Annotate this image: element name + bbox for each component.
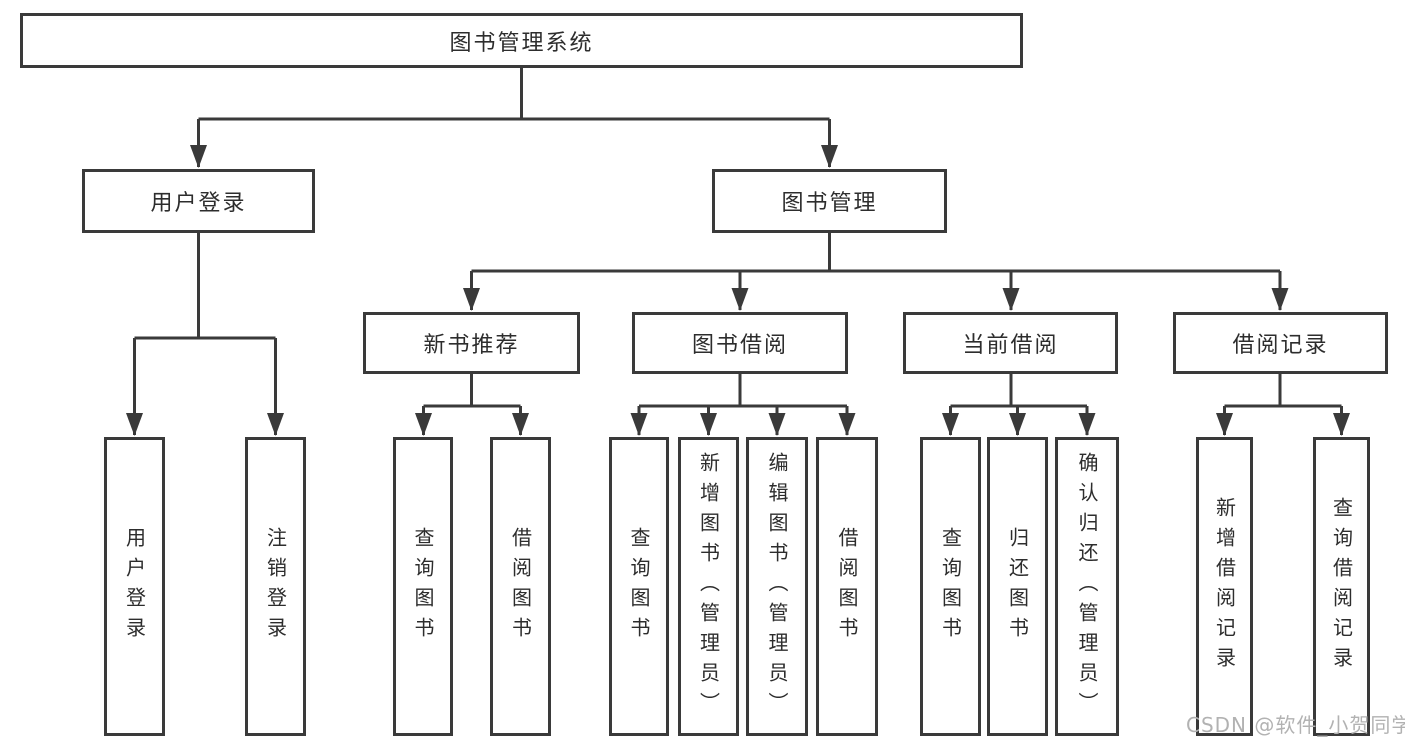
node-label: 图书管理系统: [449, 30, 594, 56]
node-label: 编辑图书（管理员）: [765, 451, 789, 722]
node-label: 归还图书: [1005, 526, 1030, 647]
node-label: 查询图书: [411, 526, 435, 647]
leaf-borrow-books: 借阅图书: [816, 437, 878, 736]
leaf-confirm-return-admin: 确认归还（管理员）: [1055, 437, 1119, 736]
node-label: 查询图书: [938, 526, 963, 647]
node-label: 当前借阅: [962, 333, 1059, 358]
node-user-login: 用户登录: [82, 169, 315, 233]
node-label: 新书推荐: [423, 333, 520, 358]
node-label: 确认归还（管理员）: [1075, 451, 1099, 722]
csdn-watermark: CSDN @软件_小贺同学: [1186, 713, 1405, 737]
leaf-user-login: 用户登录: [104, 437, 165, 736]
leaf-edit-books-admin: 编辑图书（管理员）: [746, 437, 808, 736]
node-book-management: 图书管理: [712, 169, 947, 233]
leaf-logout: 注销登录: [245, 437, 306, 736]
connector-lines: [133, 67, 1343, 435]
leaf-query-borrow-record: 查询借阅记录: [1313, 437, 1370, 736]
node-borrowing-records: 借阅记录: [1173, 312, 1388, 374]
node-label: 图书管理: [781, 191, 878, 216]
leaf-add-borrow-record: 新增借阅记录: [1196, 437, 1253, 736]
leaf-add-books-admin: 新增图书（管理员）: [678, 437, 739, 736]
leaf-query-books-borrowing: 查询图书: [609, 437, 669, 736]
node-label: 新增图书（管理员）: [696, 451, 721, 722]
node-label: 用户登录: [150, 191, 247, 216]
node-label: 新增借阅记录: [1212, 496, 1237, 677]
node-label: 借阅图书: [508, 526, 533, 647]
leaf-return-books: 归还图书: [987, 437, 1048, 736]
node-label: 借阅图书: [835, 526, 859, 647]
node-label: 查询图书: [627, 526, 651, 647]
arrowheads: [126, 145, 1350, 436]
node-new-book-recommendation: 新书推荐: [363, 312, 580, 374]
leaf-query-books-recommend: 查询图书: [393, 437, 453, 736]
node-library-management-system: 图书管理系统: [20, 13, 1023, 68]
node-current-borrowing: 当前借阅: [903, 312, 1118, 374]
node-label: 借阅记录: [1232, 333, 1329, 358]
leaf-query-books-current: 查询图书: [920, 437, 981, 736]
node-label: 查询借阅记录: [1329, 496, 1354, 677]
node-label: 图书借阅: [691, 333, 788, 358]
leaf-borrow-books-recommend: 借阅图书: [490, 437, 551, 736]
node-label: 注销登录: [263, 526, 288, 647]
node-book-borrowing: 图书借阅: [632, 312, 848, 374]
node-label: 用户登录: [122, 526, 147, 647]
